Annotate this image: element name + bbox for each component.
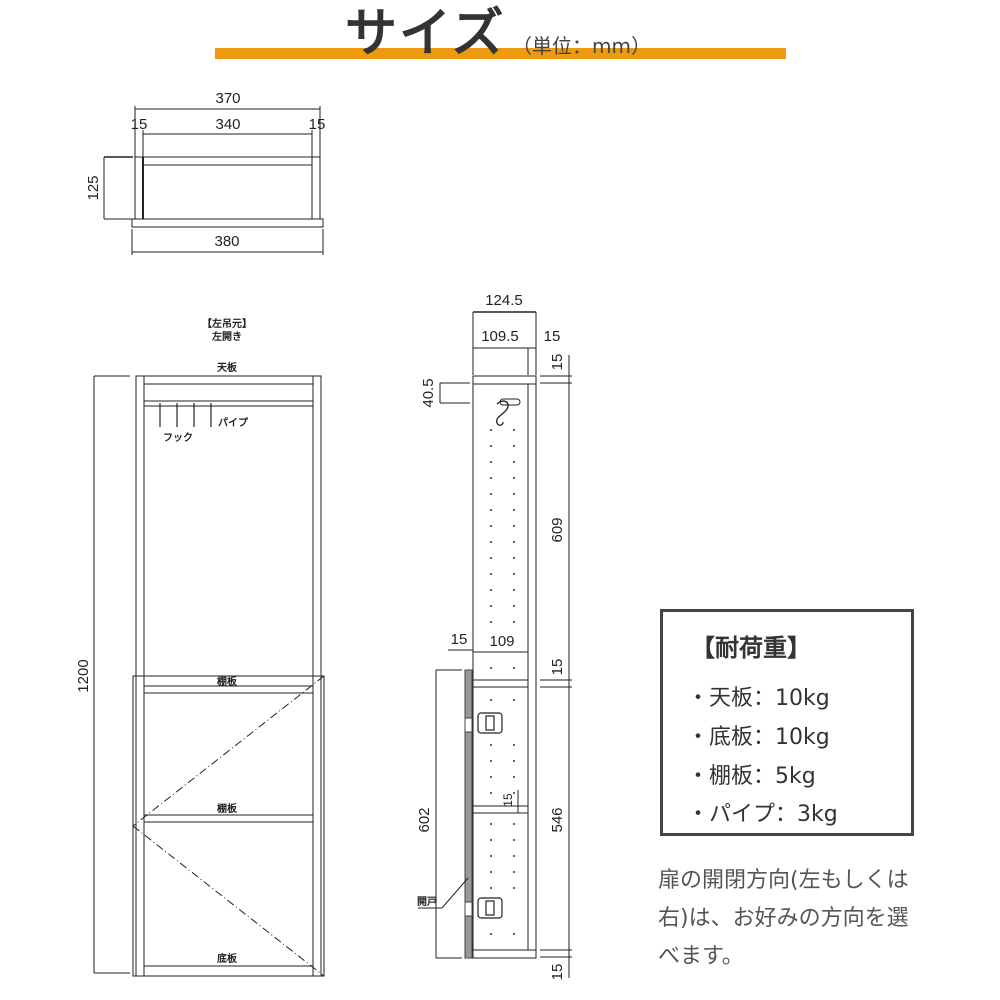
load-capacity-box: 【耐荷重】 ・天板：10kg ・底板：10kg ・棚板：5kg ・パイプ：3kg [660,609,914,836]
load-item-bottom-board: ・底板：10kg [687,725,830,750]
top-view: 370 15 340 15 380 125 [85,90,325,255]
svg-text:天板: 天板 [217,361,238,374]
svg-text:棚板: 棚板 [217,802,238,815]
side-view: 124.5 109.5 15 [416,292,572,980]
svg-text:124.5: 124.5 [485,292,523,309]
svg-text:370: 370 [215,90,240,107]
svg-text:109: 109 [489,633,514,650]
svg-text:15: 15 [451,631,468,648]
svg-text:109.5: 109.5 [481,328,519,345]
load-item-shelf: ・棚板：5kg [687,764,816,789]
svg-text:フック: フック [163,432,193,444]
door-direction-note: 扉の開閉方向(左もしくは右)は、お好みの方向を選べます。 [658,868,909,969]
svg-text:1200: 1200 [75,659,92,692]
svg-text:380: 380 [214,233,239,250]
svg-text:15: 15 [549,354,566,371]
svg-text:開戸: 開戸 [417,896,437,908]
svg-text:15: 15 [544,328,561,345]
svg-text:棚板: 棚板 [217,675,238,688]
page-title: サイズ [345,4,506,64]
title-underline-bar [215,48,786,59]
svg-text:546: 546 [549,807,566,832]
svg-text:15: 15 [131,116,148,133]
svg-text:パイプ: パイプ [218,416,249,429]
svg-text:340: 340 [215,116,240,133]
svg-text:【左吊元】: 【左吊元】 [202,317,252,330]
svg-text:15: 15 [501,793,515,807]
svg-text:左開き: 左開き [211,330,242,343]
svg-text:15: 15 [549,659,566,676]
svg-text:602: 602 [416,807,433,832]
svg-text:125: 125 [85,175,102,200]
svg-text:底板: 底板 [217,952,238,965]
svg-text:15: 15 [549,964,566,981]
svg-text:609: 609 [549,517,566,542]
unit-label: （単位：mm） [512,34,651,58]
svg-text:15: 15 [309,116,326,133]
load-item-top-board: ・天板：10kg [687,686,830,711]
front-view: 【左吊元】 左開き 天板 パイプ フック 棚板 棚板 底板 1200 [75,317,325,977]
load-item-pipe: ・パイプ：3kg [687,802,838,827]
load-capacity-title: 【耐荷重】 [691,634,811,662]
svg-text:40.5: 40.5 [420,378,437,407]
